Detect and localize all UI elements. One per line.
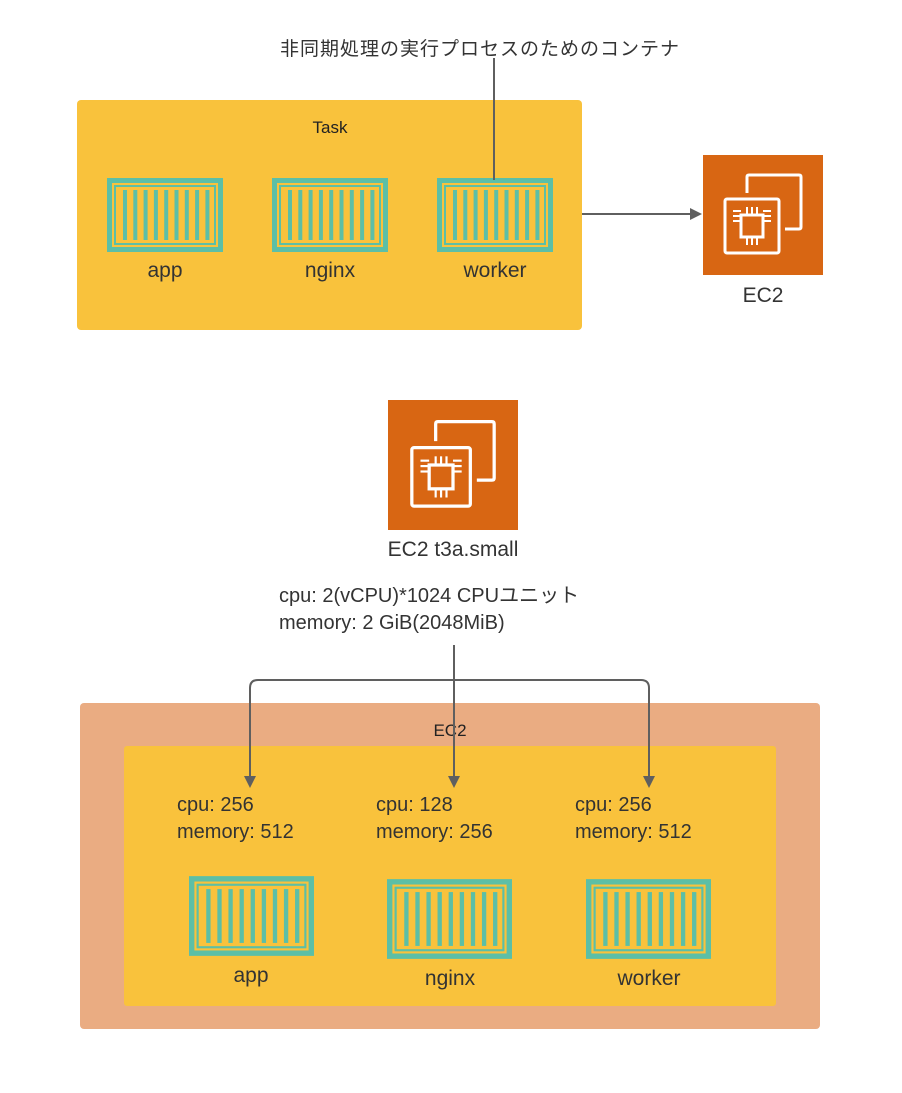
instance-cpu-text: cpu: 2(vCPU)*1024 CPUユニット: [279, 585, 580, 607]
group-container-label-app: app: [233, 964, 269, 987]
task-container-label-app: app: [147, 259, 183, 282]
container-icon: [189, 876, 314, 956]
task-container-label-nginx: nginx: [304, 259, 356, 282]
container-icon: [107, 178, 223, 252]
container-icon: [387, 879, 512, 959]
group-container-label-worker: worker: [617, 967, 681, 990]
ec2-target-label: EC2: [742, 284, 784, 307]
container-cpu-worker: cpu: 256: [575, 794, 652, 816]
instance-type-label: EC2 t3a.small: [387, 538, 519, 561]
container-memory-app: memory: 512: [177, 821, 294, 843]
container-icon: [437, 178, 553, 252]
container-memory-nginx: memory: 256: [376, 821, 493, 843]
instance-memory-text: memory: 2 GiB(2048MiB): [279, 612, 505, 634]
container-memory-worker: memory: 512: [575, 821, 692, 843]
task-label: Task: [312, 118, 348, 137]
group-container-label-nginx: nginx: [424, 967, 476, 990]
ec2-group-label: EC2: [433, 721, 467, 740]
ec2-instance-icon: [388, 400, 518, 530]
container-cpu-nginx: cpu: 128: [376, 794, 453, 816]
worker-annotation: 非同期処理の実行プロセスのためのコンテナ: [280, 38, 681, 60]
task-container-label-worker: worker: [463, 259, 527, 282]
container-icon: [272, 178, 388, 252]
container-icon: [586, 879, 711, 959]
container-cpu-app: cpu: 256: [177, 794, 254, 816]
ec2-instance-icon: [703, 155, 823, 275]
ec2-inner-box: [124, 746, 776, 1006]
